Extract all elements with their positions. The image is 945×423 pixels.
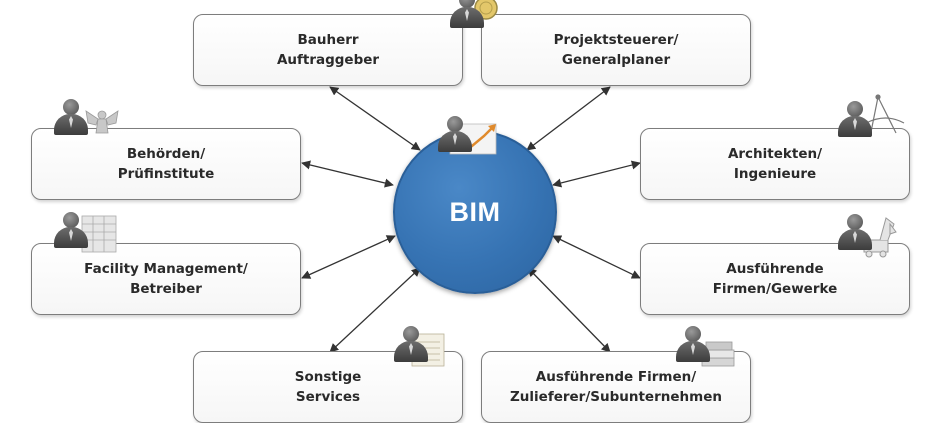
node-bauherr-line1: Bauherr (297, 32, 359, 48)
node-architekten: Architekten/Ingenieure (640, 128, 910, 200)
node-sonstige-line1: Sonstige (294, 369, 362, 385)
node-bauherr-line2: Auftraggeber (276, 52, 380, 68)
node-facility-line1: Facility Management/ (84, 261, 248, 277)
person-with-coin-icon (446, 0, 500, 30)
person-with-chart-icon (436, 112, 498, 156)
node-projektsteuerer-line2: Generalplaner (561, 52, 671, 68)
node-behoerden-line1: Behörden/ (126, 146, 206, 162)
person-with-building-icon (48, 208, 122, 254)
node-ausfuehrende-line2: Firmen/Gewerke (712, 281, 838, 297)
node-facility-line2: Betreiber (130, 281, 202, 297)
arrow-facility (301, 235, 396, 279)
node-zulieferer: Ausführende Firmen/Zulieferer/Subunterne… (481, 351, 751, 423)
person-with-document-icon (388, 320, 448, 368)
bim-hub: BIM (393, 130, 557, 294)
arrow-architekten (552, 160, 641, 188)
arrow-projektsteuerer (526, 86, 611, 151)
node-sonstige-line2: Services (295, 389, 361, 405)
node-zulieferer-line2: Zulieferer/Subunternehmen (510, 389, 722, 405)
arrow-bauherr (329, 86, 421, 151)
node-architekten-line2: Ingenieure (733, 166, 817, 182)
node-architekten-line1: Architekten/ (727, 146, 823, 162)
arrow-behoerden (301, 160, 394, 188)
node-behoerden-line2: Prüfinstitute (117, 166, 215, 182)
person-with-books-icon (674, 324, 740, 370)
node-zulieferer-line1: Ausführende Firmen/ (535, 369, 697, 385)
node-projektsteuerer: Projektsteuerer/Generalplaner (481, 14, 751, 86)
person-with-excavator-icon (836, 210, 898, 258)
hub-label: BIM (449, 196, 501, 227)
person-with-compass-icon (836, 93, 908, 143)
node-projektsteuerer-line1: Projektsteuerer/ (553, 32, 679, 48)
arrow-zulieferer (527, 267, 611, 353)
node-behoerden: Behörden/Prüfinstitute (31, 128, 301, 200)
node-ausfuehrende-line1: Ausführende (726, 261, 824, 277)
arrow-ausfuehrende (552, 235, 641, 279)
person-with-eagle-icon (50, 95, 120, 139)
arrow-sonstige (329, 267, 421, 353)
node-facility: Facility Management/Betreiber (31, 243, 301, 315)
